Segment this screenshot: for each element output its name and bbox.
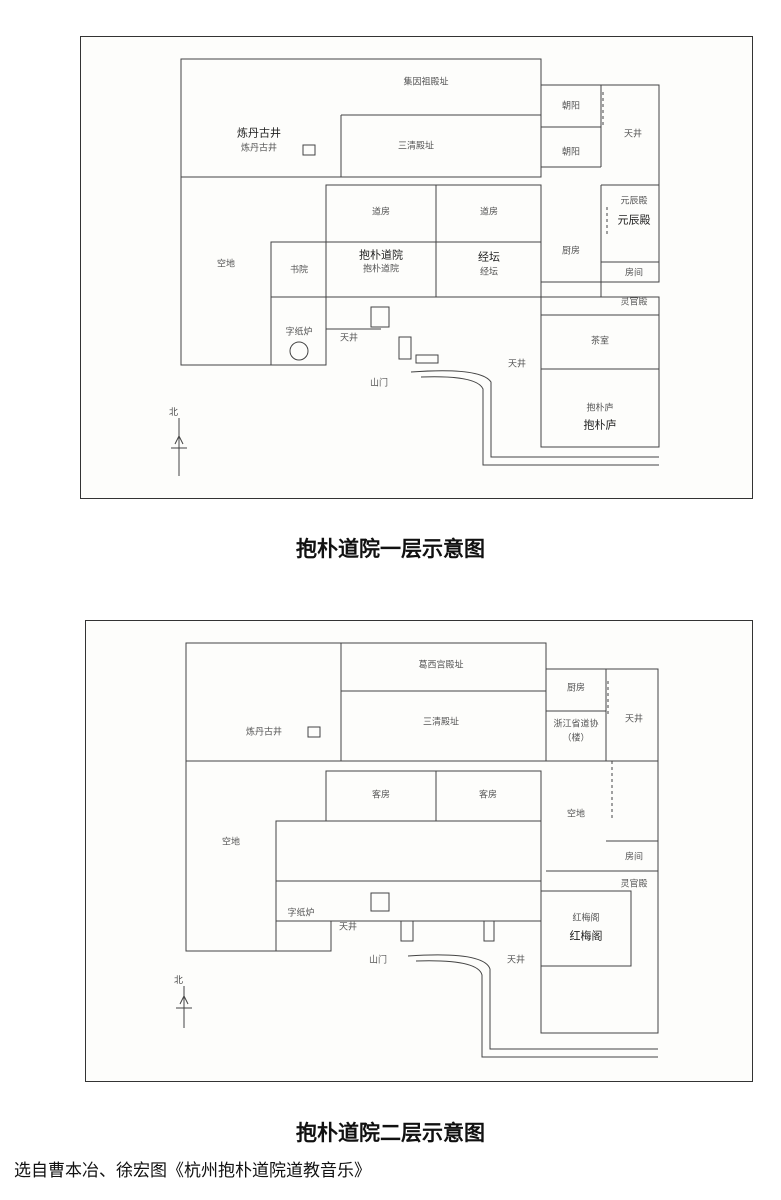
f2-label-kongdi1: 空地 — [221, 837, 241, 848]
label-chashi: 茶室 — [590, 336, 610, 347]
label-zizhi: 字纸炉 — [285, 327, 313, 338]
label-jingtan-b: 经坛 — [479, 267, 499, 278]
f2-label-zizhi: 字纸炉 — [287, 908, 315, 919]
f2-label-fang1: 厨房 — [566, 683, 586, 694]
f2-label-hongmei-b: 红梅阁 — [569, 929, 603, 943]
label-chufang: 厨房 — [561, 246, 581, 257]
f2-label-fangjian: 房间 — [624, 852, 644, 863]
f2-label-tian-right: 天井 — [624, 714, 644, 725]
label-lingguan: 灵官殿 — [620, 297, 648, 308]
north-arrow-1: 北 — [169, 405, 189, 478]
label-yuanchen-a: 元辰殿 — [620, 196, 648, 207]
label-chaoyang2: 朝阳 — [561, 147, 581, 158]
f2-label-kefang1: 客房 — [371, 790, 391, 801]
label-sanqing: 三清殿址 — [397, 141, 435, 152]
label-tianjing2: 天井 — [507, 359, 527, 370]
floor1-caption: 抱朴道院一层示意图 — [296, 536, 485, 561]
north-arrow-2: 北 — [174, 973, 194, 1030]
f2-label-sanqing: 三清殿址 — [422, 717, 460, 728]
f2-label-zhejiang-a: 浙江省道协 — [553, 719, 599, 730]
f2-label-zhejiang-b: （楼） — [562, 733, 590, 744]
label-baopulu-a: 抱朴庐 — [586, 403, 614, 414]
floor1-walls — [180, 58, 660, 466]
f2-label-kongdi2: 空地 — [566, 809, 586, 820]
floor1-plan: 集因祖殿址 炼丹古井 炼丹古井 三清殿址 朝阳 天井 朝阳 道房 道房 元辰殿 … — [80, 36, 753, 499]
label-shuyuan: 书院 — [289, 265, 309, 276]
f2-label-tianjing2: 天井 — [506, 955, 526, 966]
floor2-caption: 抱朴道院二层示意图 — [296, 1120, 485, 1145]
label-baopu-b: 抱朴道院 — [362, 264, 400, 275]
label-fangjian: 房间 — [624, 268, 644, 279]
floor2-plan: 葛西宫殿址 厨房 天井 炼丹古井 三清殿址 浙江省道协 （楼） 客房 客房 空地… — [85, 620, 753, 1082]
label-jiulong: 集因祖殿址 — [403, 77, 449, 88]
label-baopulu-b: 抱朴庐 — [583, 418, 617, 432]
north-arrow-icon — [176, 986, 192, 1028]
north-arrow-icon — [171, 418, 187, 476]
f2-label-lingguan: 灵官殿 — [620, 879, 648, 890]
label-baopu-a: 抱朴道院 — [359, 248, 403, 262]
source-citation: 选自曹本冶、徐宏图《杭州抱朴道院道教音乐》 — [14, 1161, 371, 1181]
label-daofang2: 道房 — [479, 207, 499, 218]
f2-label-tianjing1: 天井 — [338, 922, 358, 933]
label-kongdi: 空地 — [216, 259, 236, 270]
f2-label-hongmei-a: 红梅阁 — [572, 913, 600, 924]
label-lianfu-a: 炼丹古井 — [237, 126, 281, 140]
north-label-1: 北 — [169, 408, 179, 418]
label-lianfu-b: 炼丹古井 — [240, 143, 278, 154]
f2-label-shanmen: 山门 — [368, 955, 388, 966]
label-jingtan-a: 经坛 — [478, 250, 500, 264]
f2-label-gexi: 葛西宫殿址 — [418, 660, 464, 671]
f2-label-lianfu: 炼丹古井 — [245, 727, 283, 738]
label-chaoyang: 朝阳 — [561, 101, 581, 112]
label-yuanchen-b: 元辰殿 — [617, 213, 651, 227]
north-label-2: 北 — [174, 976, 184, 986]
label-tianjing1: 天井 — [339, 333, 359, 344]
floor2-walls — [185, 642, 659, 1058]
label-daofang1: 道房 — [371, 207, 391, 218]
f2-label-kefang2: 客房 — [478, 790, 498, 801]
label-shanmen: 山门 — [369, 378, 389, 389]
label-tian-right: 天井 — [623, 129, 643, 140]
